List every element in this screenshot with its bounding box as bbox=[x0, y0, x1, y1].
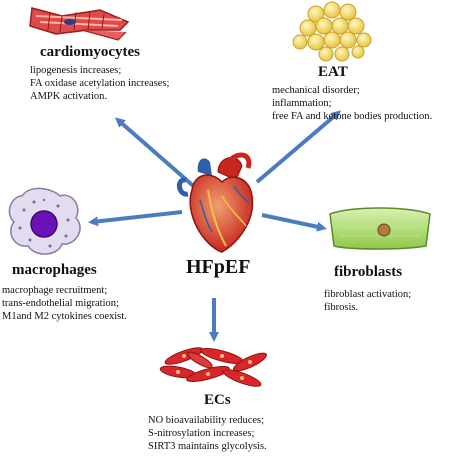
eat-description: mechanical disorder; inflammation; free … bbox=[272, 84, 432, 123]
macrophages-line: macrophage recruitment; bbox=[2, 285, 108, 296]
fibroblasts-line: fibrosis. bbox=[324, 302, 359, 313]
cardiomyocytes-line: FA oxidase acetylation increases; bbox=[30, 78, 170, 89]
ecs-description: NO bioavailability reduces; S-nitrosylat… bbox=[148, 414, 267, 453]
cardiomyocytes-line: lipogenesis increases; bbox=[30, 65, 122, 76]
arrow-to-eat bbox=[255, 110, 342, 184]
fibroblasts-description: fibroblast activation; fibrosis. bbox=[324, 288, 411, 314]
cardiomyocytes-line: AMPK activation. bbox=[30, 91, 107, 102]
ecs-line: S-nitrosylation increases; bbox=[148, 428, 255, 439]
eat-line: inflammation; bbox=[272, 98, 332, 109]
eat-line: mechanical disorder; bbox=[272, 85, 360, 96]
eat-line: free FA and ketone bodies production. bbox=[272, 111, 433, 122]
macrophages-description: macrophage recruitment; trans-endothelia… bbox=[2, 284, 127, 323]
fibroblasts-line: fibroblast activation; bbox=[324, 289, 412, 300]
arrow-to-fibroblasts bbox=[261, 213, 327, 232]
fat-cells-icon bbox=[292, 1, 372, 62]
ecs-line: NO bioavailability reduces; bbox=[148, 415, 265, 426]
cardiomyocyte-icon bbox=[29, 7, 130, 41]
arrow-to-macrophages bbox=[88, 210, 183, 227]
cardiomyocytes-title: cardiomyocytes bbox=[40, 44, 140, 60]
macrophage-icon bbox=[8, 187, 81, 255]
macrophages-line: M1and M2 cytokines coexist. bbox=[2, 311, 127, 322]
fibroblasts-title: fibroblasts bbox=[334, 264, 403, 280]
macrophages-line: trans-endothelial migration; bbox=[2, 298, 119, 309]
macrophages-title: macrophages bbox=[12, 262, 97, 278]
fibroblast-icon bbox=[329, 207, 431, 250]
ecs-line: SIRT3 maintains glycolysis. bbox=[148, 441, 267, 452]
ecs-title: ECs bbox=[204, 392, 231, 408]
eat-title: EAT bbox=[318, 64, 348, 80]
heart-icon bbox=[177, 152, 254, 253]
endothelial-cells-icon bbox=[159, 347, 267, 387]
center-title: HFpEF bbox=[186, 256, 251, 278]
cardiomyocytes-description: lipogenesis increases; FA oxidase acetyl… bbox=[30, 64, 169, 103]
